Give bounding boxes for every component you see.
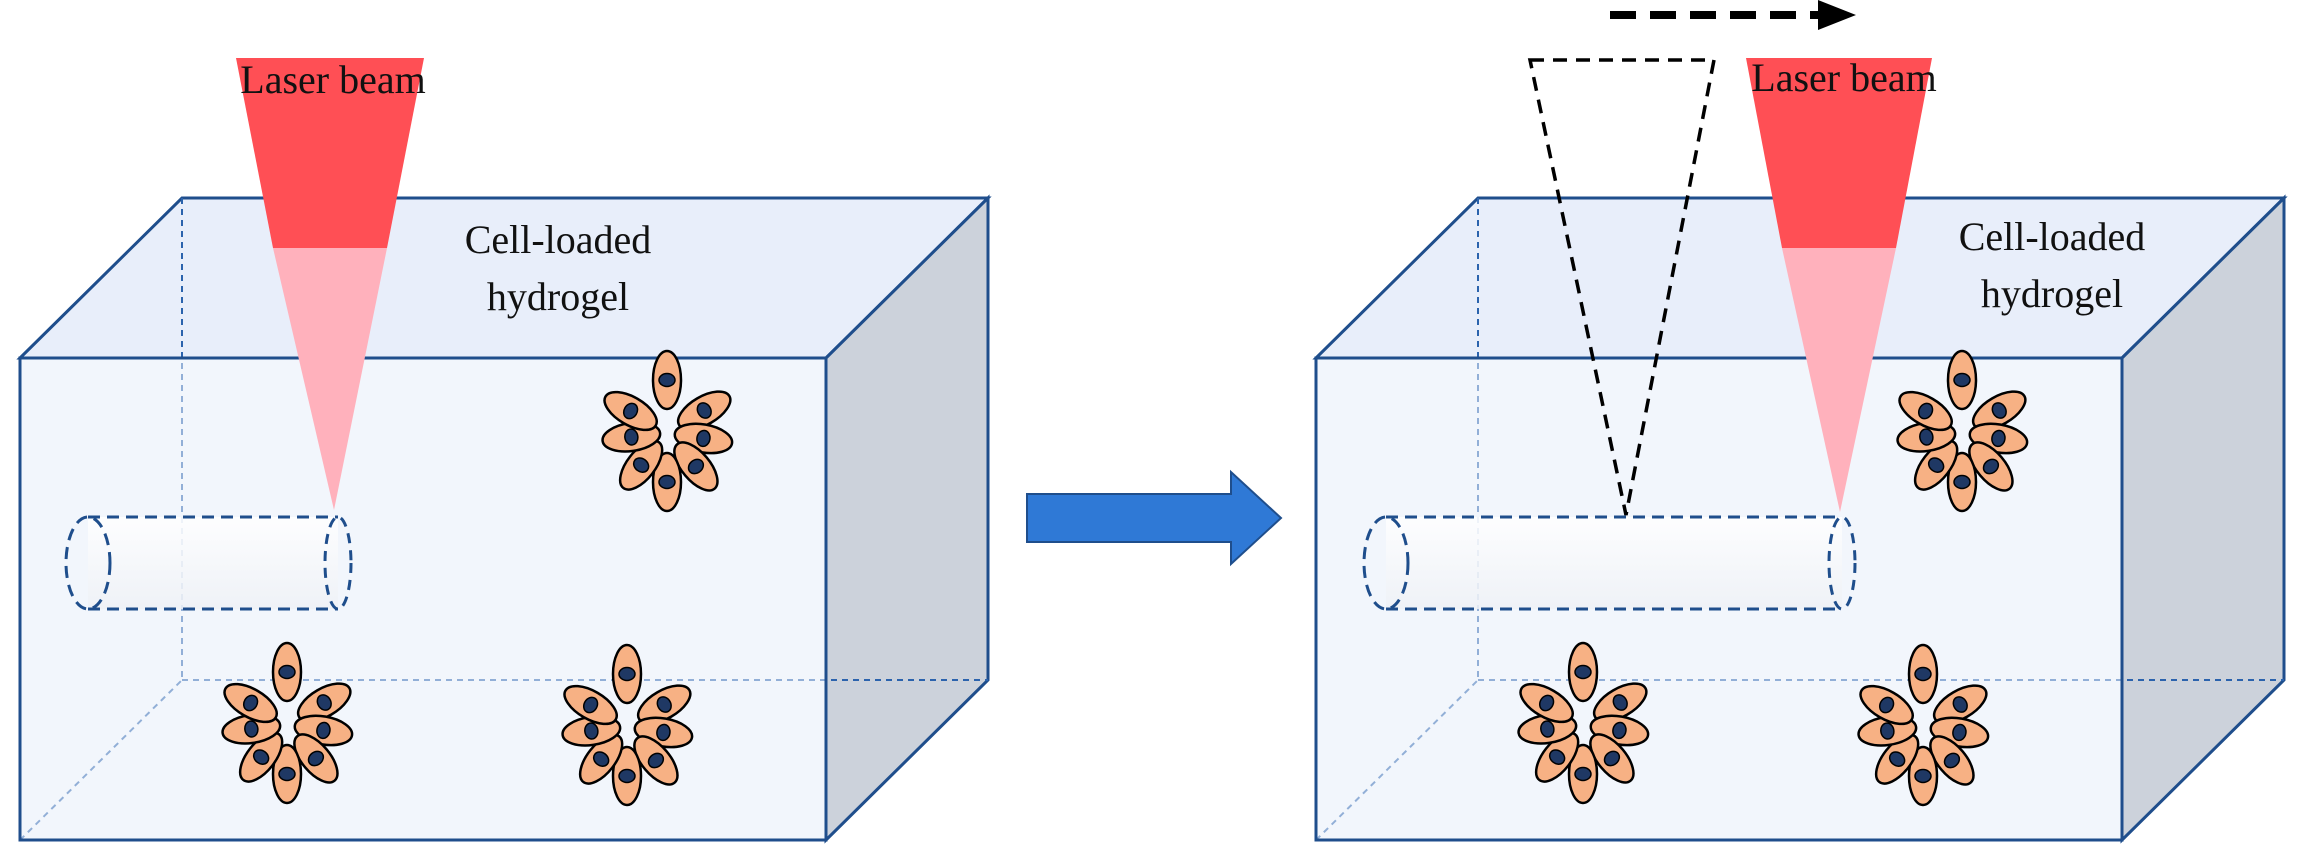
laser-beam-lower [1782, 248, 1896, 512]
panel-before: Laser beam Cell-loaded hydrogel [16, 57, 992, 844]
process-arrow [1026, 469, 1283, 567]
laser-beam-lower [273, 248, 387, 510]
channel-body [88, 517, 338, 609]
channel-end [323, 515, 353, 611]
scan-direction-arrow [1610, 0, 1856, 30]
channel-body [1386, 517, 1842, 609]
channel-opening [64, 515, 112, 611]
previous-laser-position [1527, 58, 1717, 516]
hydrogel-label-line1: Cell-loaded [1959, 214, 2146, 259]
laser-beam-upper [236, 58, 424, 248]
laser-beam-label: Laser beam [240, 57, 425, 102]
channel-opening [1362, 515, 1410, 611]
laser-beam [236, 58, 424, 510]
hydrogel-label-line2: hydrogel [1981, 271, 2123, 316]
hydrogel-label-line1: Cell-loaded [465, 217, 652, 262]
laser-beam-label: Laser beam [1751, 55, 1936, 100]
laser-beam [1746, 58, 1932, 512]
panel-after: Laser beam Cell-loaded hydrogel [1312, 0, 2288, 844]
channel-end [1827, 515, 1857, 611]
laser-beam-upper [1746, 58, 1932, 248]
channel [64, 515, 353, 611]
hydrogel-label-line2: hydrogel [487, 274, 629, 319]
channel [1362, 515, 1857, 611]
scan-arrow-head [1818, 0, 1856, 30]
